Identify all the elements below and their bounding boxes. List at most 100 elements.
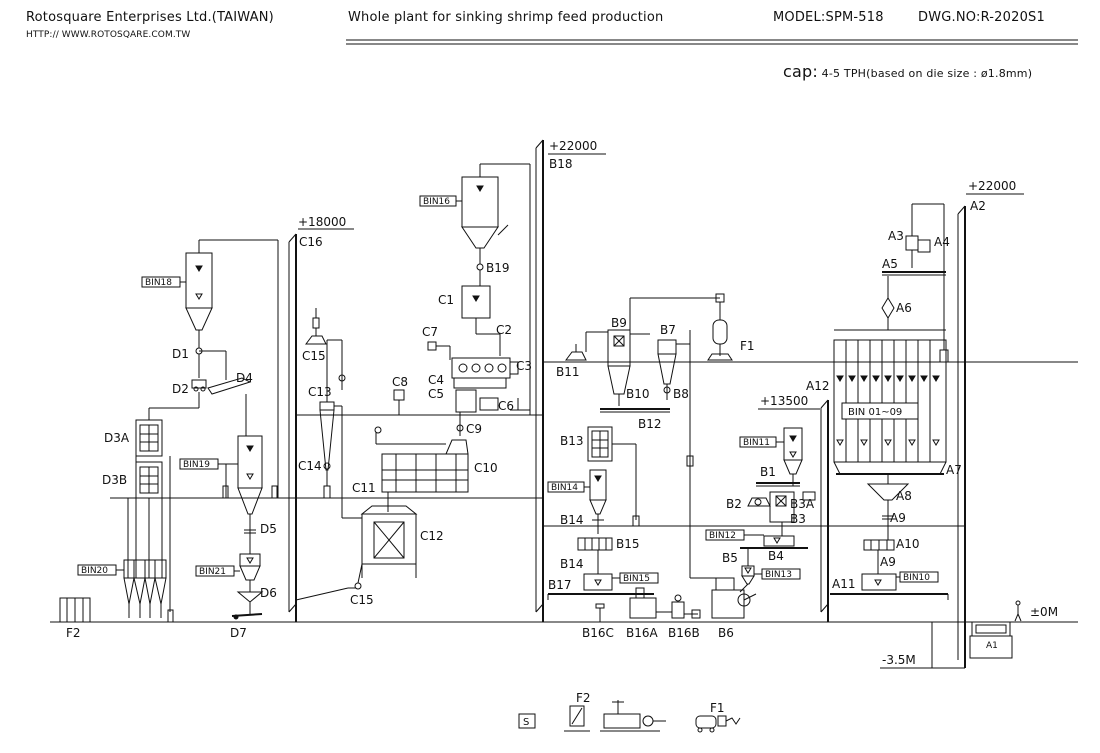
c15-bottom-valve bbox=[354, 582, 362, 590]
label-c8: C8 bbox=[392, 375, 408, 389]
label-c12: C12 bbox=[420, 529, 444, 543]
bin16-cone bbox=[461, 226, 499, 249]
label-c10: C10 bbox=[474, 461, 498, 475]
label-a11: A11 bbox=[832, 577, 855, 591]
d6-marker bbox=[246, 557, 254, 564]
label-c1: C1 bbox=[438, 293, 454, 307]
label-a4: A4 bbox=[934, 235, 950, 249]
c10-body bbox=[381, 453, 469, 493]
label-a9-bottom: A9 bbox=[880, 555, 896, 569]
label-a1: A1 bbox=[986, 641, 998, 651]
label-c2: C2 bbox=[496, 323, 512, 337]
drawing-title: Whole plant for sinking shrimp feed prod… bbox=[348, 10, 664, 25]
building-a: +22000 A2 A3 A4 A5 A6 bbox=[828, 179, 1078, 669]
label-b7: B7 bbox=[660, 323, 676, 337]
label-b3a: B3A bbox=[790, 497, 815, 511]
c15-bottom-duct bbox=[295, 587, 349, 601]
legend-f1-tank bbox=[695, 715, 717, 729]
label-c11: C11 bbox=[352, 481, 376, 495]
b16b-gauge bbox=[674, 594, 682, 602]
label-b4: B4 bbox=[768, 549, 784, 563]
legend-f1-wheel2 bbox=[709, 727, 715, 733]
a11-marker bbox=[874, 579, 882, 586]
f1-tank bbox=[712, 319, 728, 345]
label-b11: B11 bbox=[556, 365, 580, 379]
bin13-marker bbox=[744, 567, 752, 574]
level-ground: ±0M bbox=[1030, 605, 1058, 619]
label-b13: B13 bbox=[560, 434, 584, 448]
company-name: Rotosquare Enterprises Ltd.(TAIWAN) bbox=[26, 10, 274, 25]
c4-body bbox=[453, 377, 507, 389]
bin11-cone bbox=[783, 459, 803, 475]
b9-inner bbox=[613, 335, 625, 347]
bin9-low bbox=[932, 439, 940, 446]
bin18-tag: BIN18 bbox=[145, 278, 172, 288]
level-13500: +13500 bbox=[760, 394, 808, 408]
b16a-tank bbox=[629, 597, 657, 619]
bin-cone-1 bbox=[833, 461, 841, 475]
label-b16c: B16C bbox=[582, 626, 614, 640]
c13-top bbox=[319, 401, 335, 411]
c9-valve bbox=[456, 424, 464, 432]
label-d3a: D3A bbox=[104, 431, 130, 445]
b7-cone bbox=[657, 353, 677, 385]
a2-stand bbox=[939, 349, 949, 363]
label-b2: B2 bbox=[726, 497, 742, 511]
c5-body bbox=[455, 389, 477, 413]
b7-top bbox=[657, 339, 677, 355]
company-website: HTTP:// WWW.ROTOSQARE.COM.TW bbox=[26, 30, 191, 40]
bin14-tag: BIN14 bbox=[551, 483, 578, 493]
c15-fan-top bbox=[312, 317, 320, 329]
bin6-marker bbox=[896, 375, 904, 382]
label-d1: D1 bbox=[172, 347, 189, 361]
label-c4: C4 bbox=[428, 373, 444, 387]
bin18-marker-top bbox=[195, 265, 203, 272]
bin11-tag: BIN11 bbox=[743, 438, 770, 448]
a6-distributor bbox=[881, 297, 895, 319]
wall-c16-foot bbox=[288, 603, 297, 613]
d3a-body bbox=[135, 419, 163, 457]
c7-box bbox=[427, 341, 437, 351]
c14-valve bbox=[323, 462, 331, 470]
bin3-low bbox=[860, 439, 868, 446]
bin14-marker bbox=[594, 475, 602, 482]
c3-wheel2 bbox=[471, 363, 481, 373]
label-b19: B19 bbox=[486, 261, 510, 275]
label-b8: B8 bbox=[673, 387, 689, 401]
wall-a12-foot bbox=[820, 603, 829, 613]
label-a6: A6 bbox=[896, 301, 912, 315]
a11-bin bbox=[861, 573, 897, 591]
bin19-cone bbox=[237, 487, 263, 515]
b3a-box bbox=[802, 491, 816, 501]
b11-fan bbox=[565, 351, 587, 361]
wall-b18-cap bbox=[535, 139, 544, 149]
label-a12: A12 bbox=[806, 379, 829, 393]
c12-top bbox=[360, 505, 418, 515]
b17-bin bbox=[583, 573, 613, 591]
level-pit: -3.5M bbox=[882, 653, 916, 667]
label-b15: B15 bbox=[616, 537, 640, 551]
c15-fan bbox=[305, 335, 327, 345]
bin18-marker-bottom bbox=[195, 293, 203, 300]
b2-wheel bbox=[754, 498, 762, 506]
legend: S F2 F1 bbox=[518, 691, 741, 733]
c14-stand bbox=[323, 485, 331, 499]
c13-cyclone bbox=[319, 409, 335, 471]
legend-f2-diag bbox=[571, 707, 583, 725]
level-22000-a: +22000 bbox=[968, 179, 1016, 193]
b2-unit bbox=[747, 497, 771, 507]
c3-end bbox=[509, 361, 519, 375]
label-b17: B17 bbox=[548, 578, 572, 592]
bin19-side-stand2 bbox=[222, 485, 229, 499]
c3-wheel4 bbox=[497, 363, 507, 373]
b4-marker bbox=[773, 537, 781, 544]
bin14-cone bbox=[589, 499, 607, 515]
label-a2: A2 bbox=[970, 199, 986, 213]
label-b6: B6 bbox=[718, 626, 734, 640]
legend-f2-box bbox=[569, 705, 585, 727]
b6-motor bbox=[737, 593, 751, 607]
bin9-marker bbox=[932, 375, 940, 382]
label-d2: D2 bbox=[172, 382, 189, 396]
legend-f1-motor bbox=[717, 715, 727, 727]
